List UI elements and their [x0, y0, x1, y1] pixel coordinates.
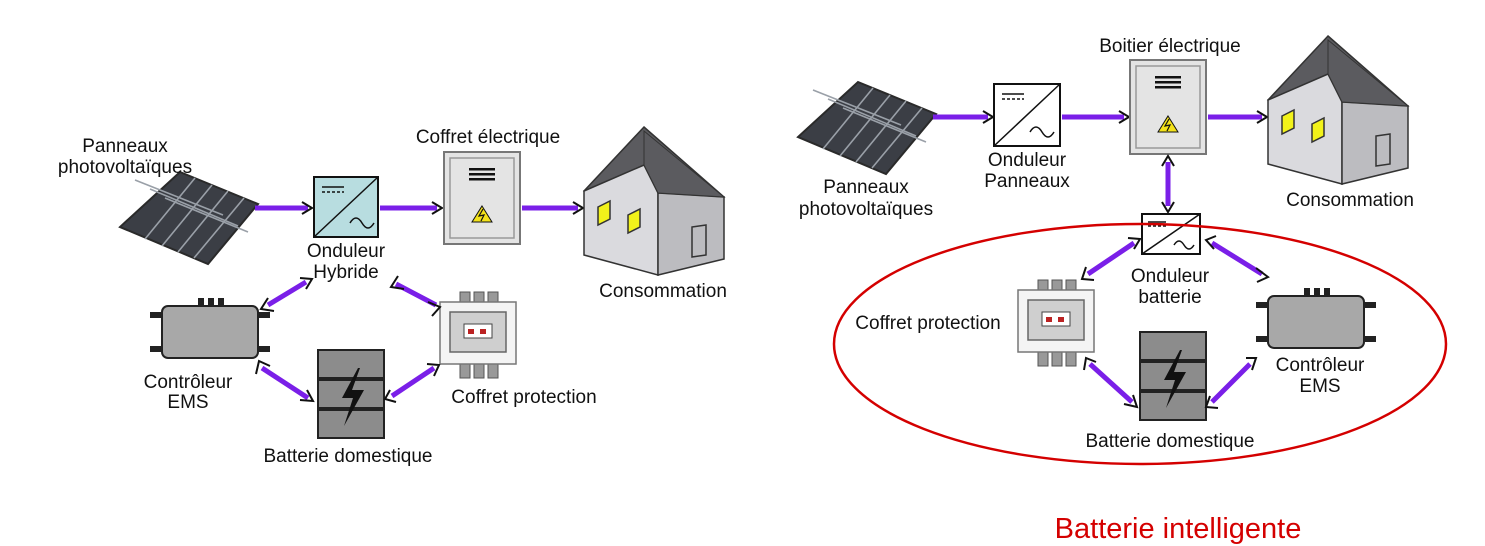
controleur-label-line1: Contrôleur [144, 372, 233, 393]
controleur-label-line2: EMS [1299, 376, 1340, 397]
protection-box-icon [439, 291, 517, 379]
batterie-label: Batterie domestique [1086, 431, 1255, 452]
arrow-head [1161, 154, 1175, 167]
panels-label-line2: photovoltaïques [799, 199, 933, 220]
battery-icon [317, 349, 385, 439]
house-icon [1266, 34, 1410, 185]
arrow-head [572, 201, 585, 215]
onduleur-panneaux-line1: Onduleur [988, 150, 1067, 171]
arrow-head [301, 201, 314, 215]
coffret-protection-label: Coffret protection [855, 313, 1000, 334]
ems-controller-icon [150, 298, 270, 359]
electrical-cabinet-icon [443, 151, 521, 245]
battery-icon [1139, 331, 1207, 421]
panels-label-line2: photovoltaïques [58, 157, 192, 178]
onduleur-panneaux-line2: Panneaux [984, 171, 1070, 192]
protection-box-icon [1017, 279, 1095, 367]
solar-panel-icon [796, 80, 938, 176]
arrow-head [1256, 110, 1269, 124]
panels-label-line1: Panneaux [82, 136, 168, 157]
onduleur-batterie-line2: batterie [1138, 287, 1201, 308]
inverter-icon [313, 176, 379, 238]
smart-battery-title: Batterie intelligente [1055, 513, 1302, 545]
inverter-label-line2: Hybride [313, 262, 378, 283]
electrical-cabinet-icon [1129, 59, 1207, 155]
controleur-label-line2: EMS [167, 392, 208, 413]
consommation-label: Consommation [599, 281, 727, 302]
coffret-electrique-label: Coffret électrique [416, 127, 560, 148]
coffret-protection-label: Coffret protection [451, 387, 596, 408]
house-icon [582, 125, 726, 276]
inverter-icon [1141, 213, 1201, 255]
smart-battery-ellipse [832, 222, 1448, 466]
solar-panel-icon [118, 170, 260, 266]
right-bidirectional-arrows [1086, 240, 1264, 404]
right-diagram: Panneaux photovoltaïques Onduleur Pannea… [796, 34, 1448, 545]
inverter-icon [993, 83, 1061, 147]
controleur-label-line1: Contrôleur [1276, 355, 1365, 376]
left-arrowheads [255, 275, 442, 403]
inverter-label-line1: Onduleur [307, 241, 386, 262]
consommation-label: Consommation [1286, 190, 1414, 211]
batterie-label: Batterie domestique [264, 446, 433, 467]
right-arrowheads [1080, 235, 1270, 409]
boitier-label: Boitier électrique [1099, 36, 1241, 57]
onduleur-batterie-line1: Onduleur [1131, 266, 1210, 287]
left-diagram: Panneaux photovoltaïques Onduleur Hybrid… [58, 125, 727, 467]
arrow-head [1161, 201, 1175, 214]
panels-label-line1: Panneaux [823, 177, 909, 198]
ems-controller-icon [1256, 288, 1376, 349]
arrow-head [431, 201, 444, 215]
